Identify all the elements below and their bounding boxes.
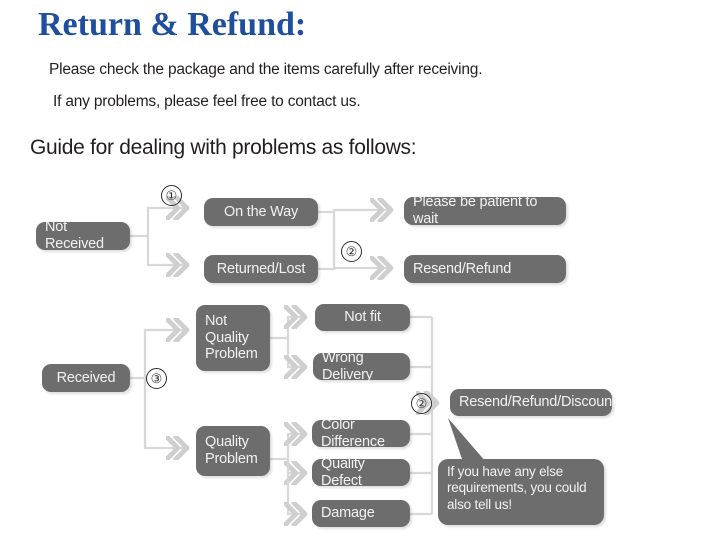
- node-quality-defect[interactable]: Quality Defect: [312, 456, 410, 489]
- callout-pointer-icon: [448, 418, 486, 462]
- callout-bubble: If you have any else requirements, you c…: [438, 459, 604, 525]
- guide-heading: Guide for dealing with problems as follo…: [30, 136, 417, 159]
- intro-line-2: If any problems, please feel free to con…: [53, 93, 361, 110]
- page-title: Return & Refund:: [38, 6, 307, 43]
- step-marker-1: ①: [161, 185, 182, 206]
- step-marker-3: ③: [146, 368, 167, 389]
- step-marker-2-top: ②: [341, 241, 362, 262]
- node-resend-refund[interactable]: Resend/Refund: [404, 255, 566, 283]
- node-on-the-way[interactable]: On the Way: [204, 198, 318, 226]
- step-marker-2-bottom: ②: [411, 393, 432, 414]
- node-please-be-patient[interactable]: Please be patient to wait: [404, 194, 566, 227]
- node-not-received[interactable]: Not Received: [36, 219, 130, 252]
- node-color-difference[interactable]: Color Difference: [312, 417, 410, 450]
- intro-line-1: Please check the package and the items c…: [49, 61, 483, 78]
- node-not-quality-problem[interactable]: Not Quality Problem: [196, 305, 270, 371]
- node-quality-problem[interactable]: Quality Problem: [196, 426, 270, 476]
- node-not-fit[interactable]: Not fit: [315, 304, 410, 331]
- node-received[interactable]: Received: [42, 364, 130, 392]
- node-wrong-delivery[interactable]: Wrong Delivery: [313, 350, 410, 383]
- node-returned-lost[interactable]: Returned/Lost: [204, 255, 318, 283]
- node-resend-refund-discount[interactable]: Resend/Refund/Discount: [450, 389, 616, 416]
- node-damage[interactable]: Damage: [312, 500, 410, 527]
